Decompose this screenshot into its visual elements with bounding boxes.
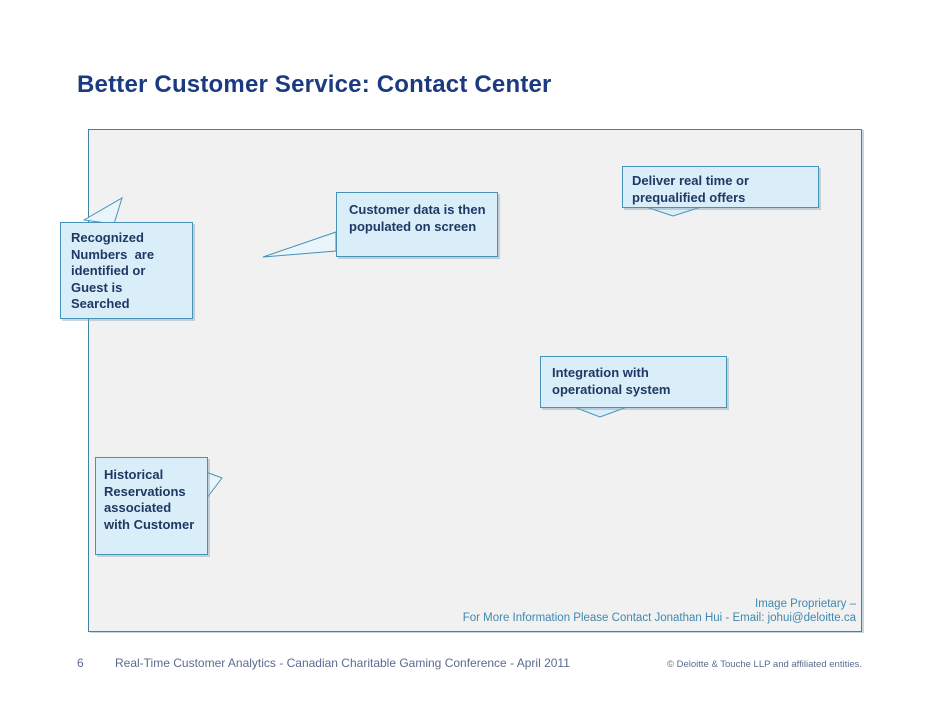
page-number: 6: [77, 656, 84, 670]
proprietary-line1: Image Proprietary –: [755, 598, 856, 610]
callout-customer-data: Customer data is then populated on scree…: [336, 192, 498, 257]
callout-historical-reservations: Historical Reservations associated with …: [95, 457, 208, 555]
callout-integration: Integration with operational system: [540, 356, 727, 408]
footer-copyright: © Deloitte & Touche LLP and affiliated e…: [666, 659, 862, 670]
footer-presentation-title: Real-Time Customer Analytics - Canadian …: [115, 656, 570, 670]
callout-historical-reservations-text: Historical Reservations associated with …: [104, 467, 195, 532]
callout-customer-data-text: Customer data is then populated on scree…: [349, 202, 486, 234]
slide-title: Better Customer Service: Contact Center: [77, 71, 552, 98]
callout-deliver-offers-text: Deliver real time or prequalified offers: [632, 173, 750, 205]
callout-recognized-numbers: Recognized Numbers are identified or Gue…: [60, 222, 193, 319]
proprietary-line2: For More Information Please Contact Jona…: [462, 612, 856, 624]
callout-recognized-numbers-text: Recognized Numbers are identified or Gue…: [71, 230, 155, 311]
callout-deliver-offers: Deliver real time or prequalified offers: [622, 166, 819, 208]
callout-integration-text: Integration with operational system: [552, 365, 671, 397]
proprietary-notice: Image Proprietary – For More Information…: [236, 597, 856, 625]
